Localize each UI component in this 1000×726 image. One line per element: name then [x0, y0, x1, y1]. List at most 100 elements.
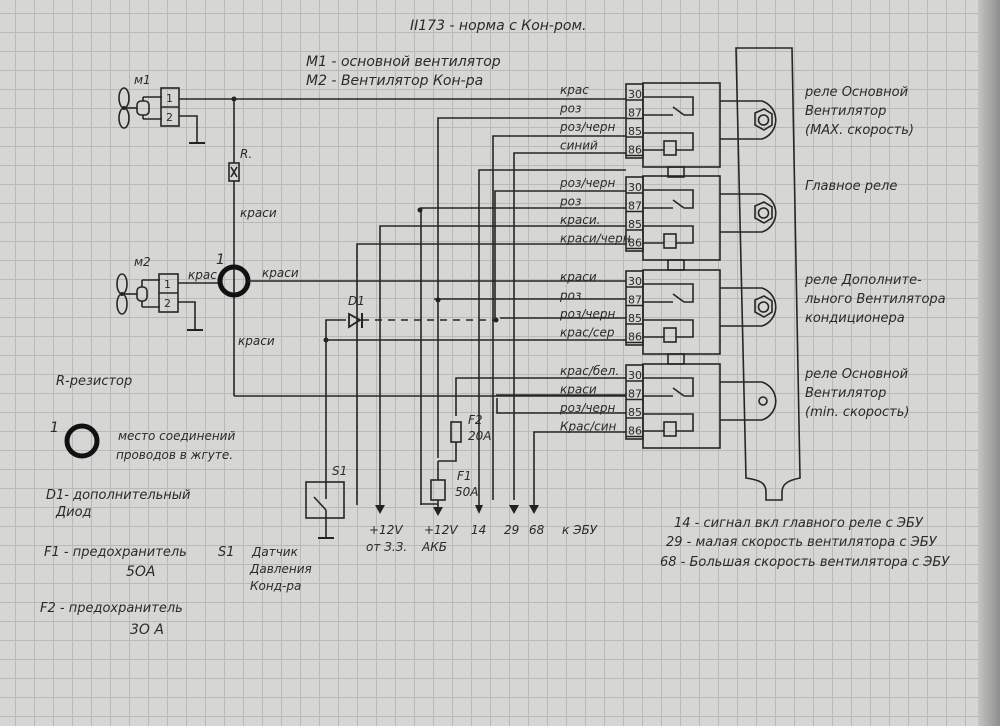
relay-description: реле Основной	[804, 85, 908, 100]
pressure-switch-s1	[305, 481, 345, 519]
m2-pin-1: 1	[164, 278, 171, 291]
m1-pin-1: 1	[166, 92, 173, 105]
relay-wire-label: краси	[560, 270, 597, 284]
fan-icon	[116, 273, 160, 315]
terminal-12v-batt: +12V	[424, 523, 458, 537]
legend-f1-line1: F1 - предохранитель	[44, 545, 187, 560]
nut-icon	[754, 201, 773, 224]
nut-icon	[754, 108, 773, 131]
relay-wire-label: Крас/син	[560, 420, 617, 434]
diagram-title: ІІ173 - норма с Кон-ром.	[410, 18, 586, 34]
ecu-note-29: 29 - малая скорость вентилятора с ЭБУ	[666, 535, 938, 550]
paper-edge-shadow	[978, 0, 1000, 726]
legend-junction-symbol	[64, 423, 100, 459]
fuse-f1-label: F1	[457, 469, 472, 483]
relay-pin-30: 30	[628, 181, 642, 194]
wire-label-after-resistor: краси	[240, 206, 277, 220]
legend-resistor: R-резистор	[56, 374, 132, 389]
relay-pin-30: 30	[628, 275, 642, 288]
relay-wire-label: крас/бел.	[560, 364, 619, 378]
relay-wire-label: роз/черн	[559, 120, 615, 134]
relay-pin-86: 86	[628, 425, 642, 438]
relay-description: Вентилятор	[805, 386, 886, 401]
m1-label: м1	[134, 73, 151, 87]
relay-pin-85: 85	[628, 406, 642, 419]
fuse-f1-rating: 50A	[455, 485, 478, 499]
legend-s1-label: S1	[218, 545, 235, 560]
relay-pin-86: 86	[628, 237, 642, 250]
junction-number: 1	[216, 252, 225, 268]
terminal-12v-ign-source: от З.З.	[366, 540, 407, 554]
relay-4: 30 крас/бел. 87 краси 85 роз/черн 86 Крас/син	[559, 363, 777, 449]
terminal-12v-ign: +12V	[369, 523, 403, 537]
relay-pin-30: 30	[628, 369, 642, 382]
legend-s1-line2: Давления	[249, 562, 312, 576]
legend-f2-line2: 3O A	[130, 622, 164, 638]
relay-pin-30: 30	[628, 88, 642, 101]
legend-s1-line3: Конд-ра	[250, 579, 301, 593]
switch-label: S1	[332, 464, 347, 478]
relay-wire-label: роз/черн	[559, 401, 615, 415]
fuse-f1	[430, 479, 446, 501]
fuse-f2	[450, 421, 462, 443]
relay-wire-label: синий	[560, 139, 598, 153]
legend-s1-line1: Датчик	[251, 545, 299, 559]
relay-description: кондиционера	[805, 311, 905, 326]
terminal-12v-batt-source: АКБ	[421, 540, 447, 554]
resistor-label: R.	[240, 147, 252, 161]
terminal-arrows	[375, 505, 539, 516]
ecu-note-68: 68 - Большая скорость вентилятора с ЭБУ	[660, 555, 950, 570]
terminal-68: 68	[529, 523, 545, 537]
motor-m1: м1 1 2	[118, 73, 205, 144]
ecu-note-14: 14 - сигнал вкл главного реле с ЭБУ	[674, 516, 924, 531]
legend-diode-line1: D1- дополнительный	[46, 488, 191, 503]
m2-label: м2	[134, 255, 151, 269]
relay-wire-label: роз/черн	[559, 307, 615, 321]
relay-description: (MAX. скорость)	[805, 123, 914, 138]
relay-wire-label: роз/черн	[559, 176, 615, 190]
relay-coil	[663, 233, 677, 249]
relay-pin-87: 87	[628, 107, 642, 120]
legend-junction-number: 1	[50, 420, 59, 436]
relay-pin-87: 87	[628, 200, 642, 213]
wire-label-m2: крас	[188, 268, 217, 282]
relay-coil	[663, 421, 677, 437]
terminal-ecu: к ЭБУ	[562, 523, 598, 537]
relay-wire-label: краси	[560, 383, 597, 397]
relay-wire-label: роз	[559, 289, 581, 303]
motor-m2: м2 1 2	[116, 255, 203, 331]
diode-d1	[348, 312, 362, 329]
relay-pin-86: 86	[628, 331, 642, 344]
relay-pin-86: 86	[628, 144, 642, 157]
relay-wire-label: роз	[559, 102, 581, 116]
relay-coil	[663, 327, 677, 343]
relay-wire-label: роз	[559, 195, 581, 209]
relay-description: (min. скорость)	[805, 405, 909, 420]
relay-pin-87: 87	[628, 294, 642, 307]
legend-f2-line1: F2 - предохранитель	[40, 601, 183, 616]
relay-wire-label: краси.	[560, 213, 600, 227]
relay-1: 30 крас 87 роз 85 роз/черн 86 синий	[559, 82, 777, 178]
relay-wire-label: краси/черн	[560, 232, 631, 246]
m2-pin-2: 2	[164, 297, 171, 310]
bolt-hole-icon	[758, 396, 768, 406]
relay-pin-85: 85	[628, 218, 642, 231]
relay-description: льного Вентилятора	[804, 292, 946, 307]
legend-f1-line2: 5OA	[126, 564, 156, 580]
relay-wire-label: крас	[560, 83, 589, 97]
m1-pin-2: 2	[166, 111, 173, 124]
terminal-29: 29	[504, 523, 519, 537]
legend-m2: М2 - Вентилятор Кон-ра	[306, 73, 483, 89]
legend-diode-line2: Диод	[55, 505, 92, 520]
relay-pin-87: 87	[628, 388, 642, 401]
nut-icon	[754, 295, 773, 318]
fuse-f2-label: F2	[468, 413, 483, 427]
wire-label-junction-right: краси	[262, 266, 299, 280]
relay-description: Главное реле	[805, 179, 897, 194]
relay-description: реле Дополните-	[804, 273, 922, 288]
relay-pin-85: 85	[628, 125, 642, 138]
